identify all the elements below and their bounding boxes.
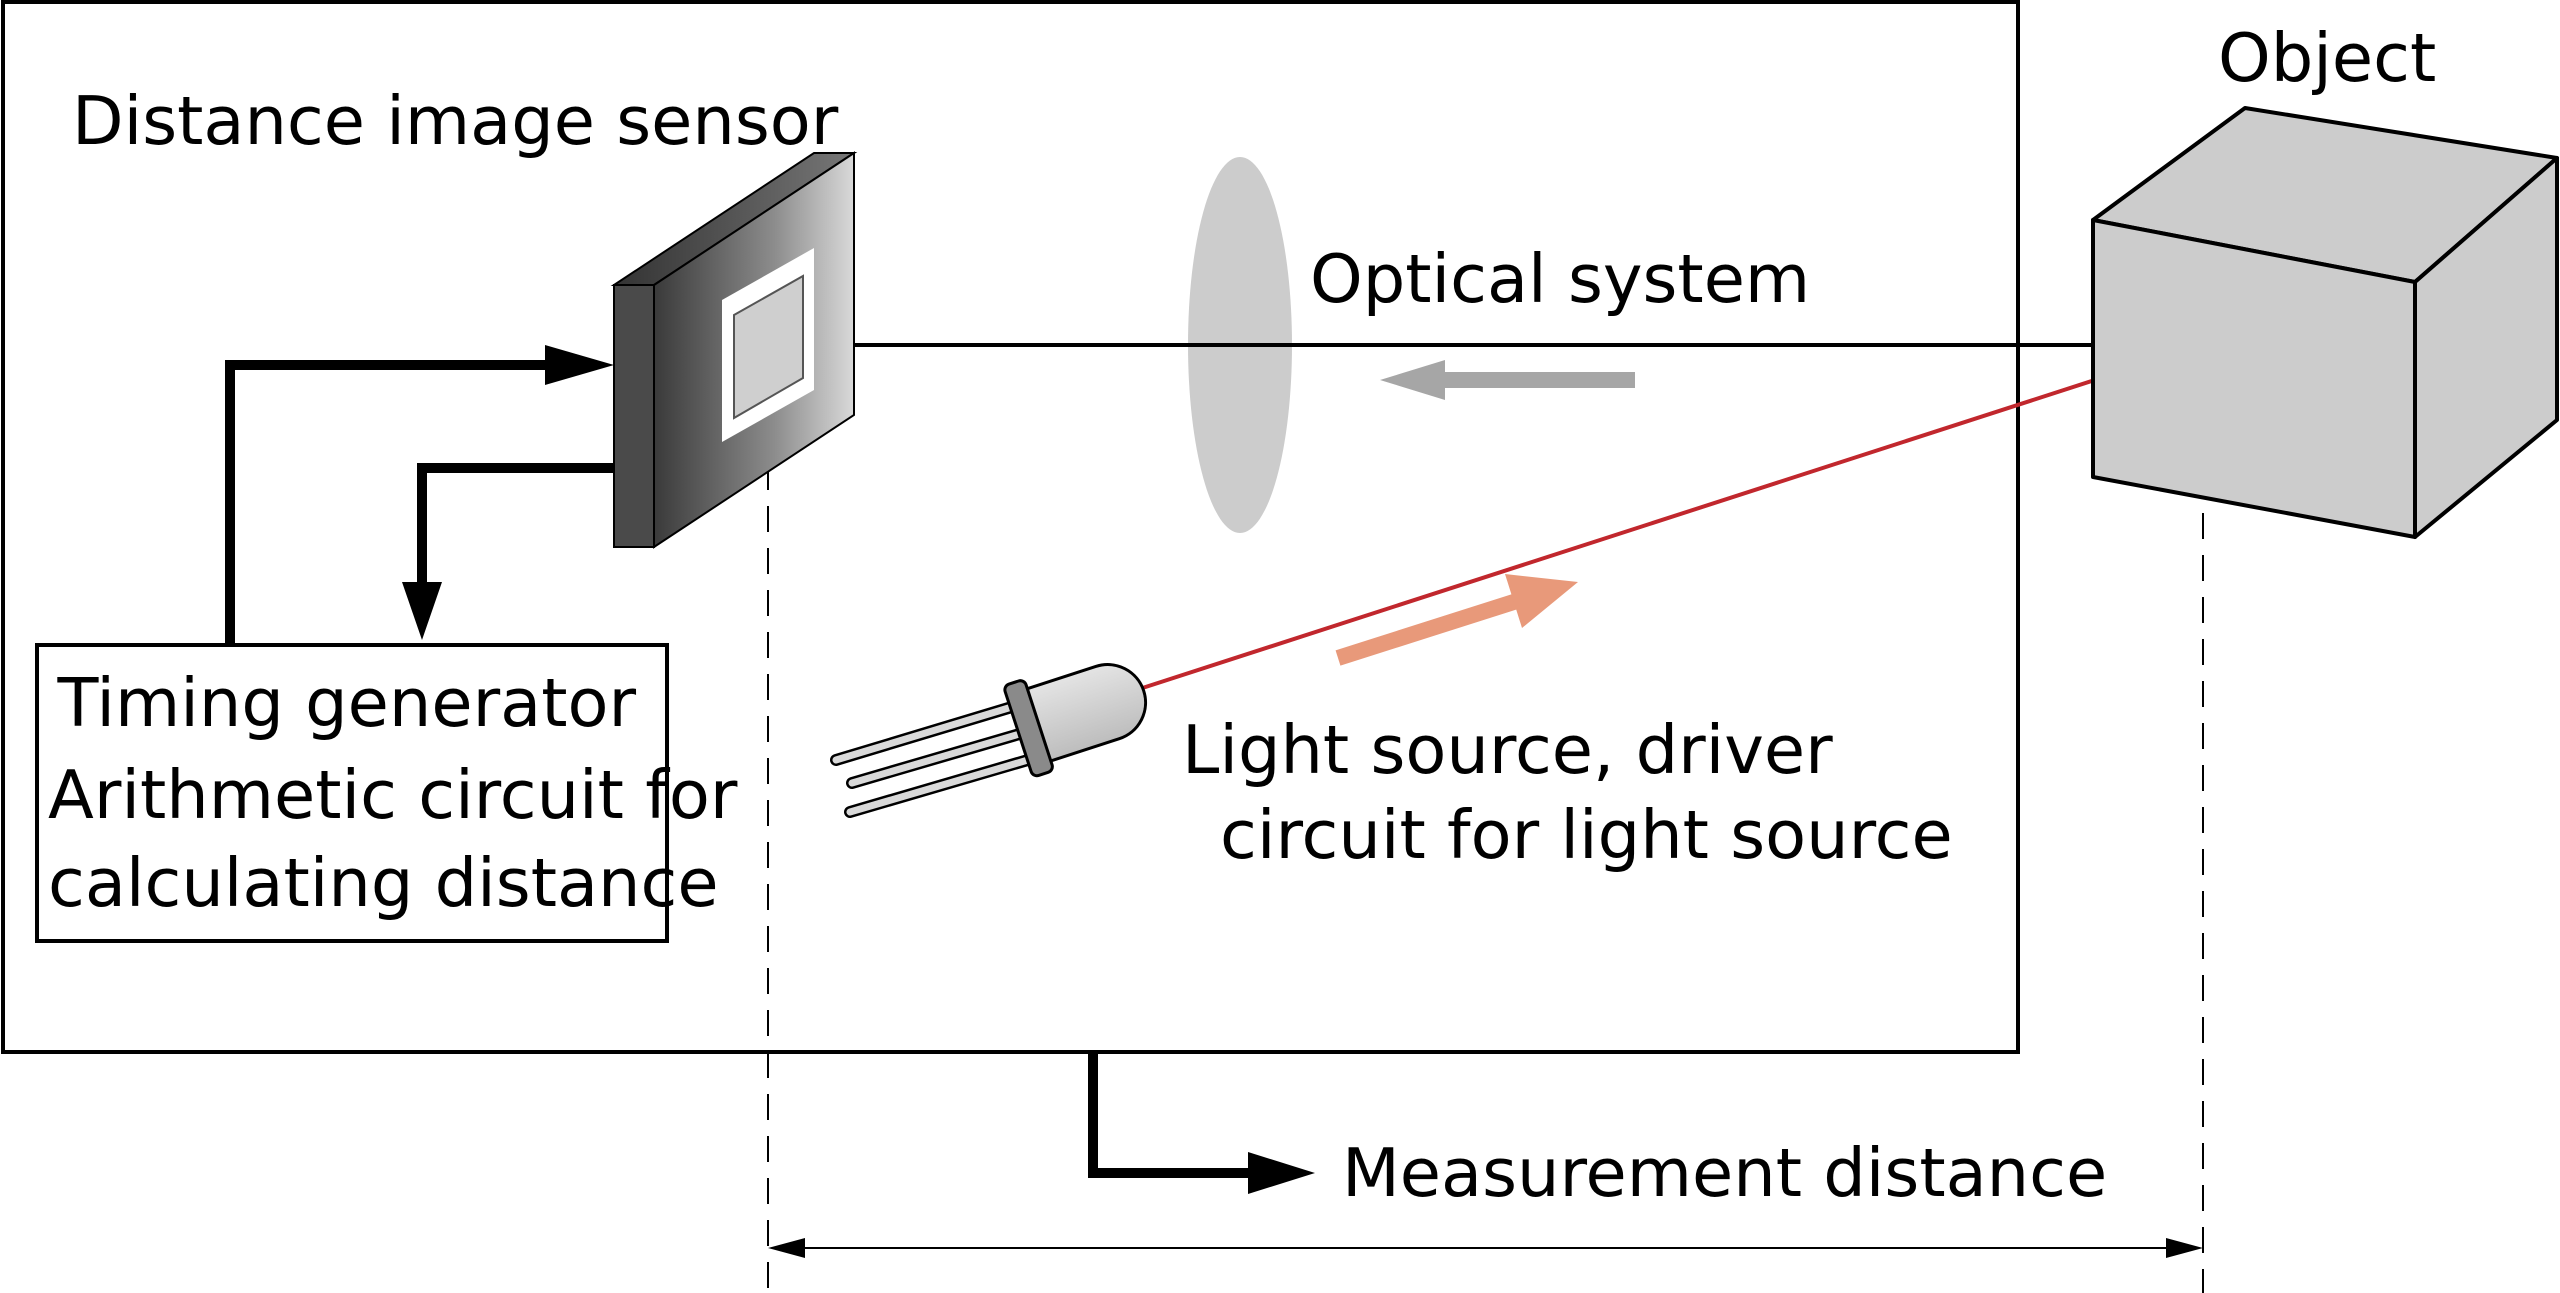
device-enclosure: [1, 0, 2020, 1054]
emitted-light-path: [1129, 343, 2204, 694]
optical-system-label: Optical system: [1310, 240, 1811, 318]
object-cube: [2091, 106, 2559, 539]
arithmetic-circuit-label: Arithmetic circuit for: [48, 756, 738, 834]
emitted-light-arrow: [1335, 574, 1578, 666]
timing-generator-label: Timing generator: [57, 664, 637, 742]
return-light-arrow: [1380, 360, 1635, 400]
distance-image-sensor: [610, 151, 858, 549]
object-label: Object: [2218, 19, 2437, 97]
measurement-distance-label: Measurement distance: [1342, 1134, 2108, 1212]
timing-generator-box: [35, 643, 669, 943]
sensor-label: Distance image sensor: [72, 82, 839, 160]
control-arrow: [225, 345, 614, 645]
driver-circuit-label: circuit for light source: [1220, 796, 1953, 874]
measurement-distance-dimension: [768, 1238, 2203, 1258]
output-arrow: [1088, 1052, 1315, 1194]
led-light-source: [830, 663, 1148, 818]
calculating-distance-label: calculating distance: [48, 844, 719, 922]
signal-arrow: [402, 463, 614, 640]
light-source-label: Light source, driver: [1182, 711, 1833, 789]
